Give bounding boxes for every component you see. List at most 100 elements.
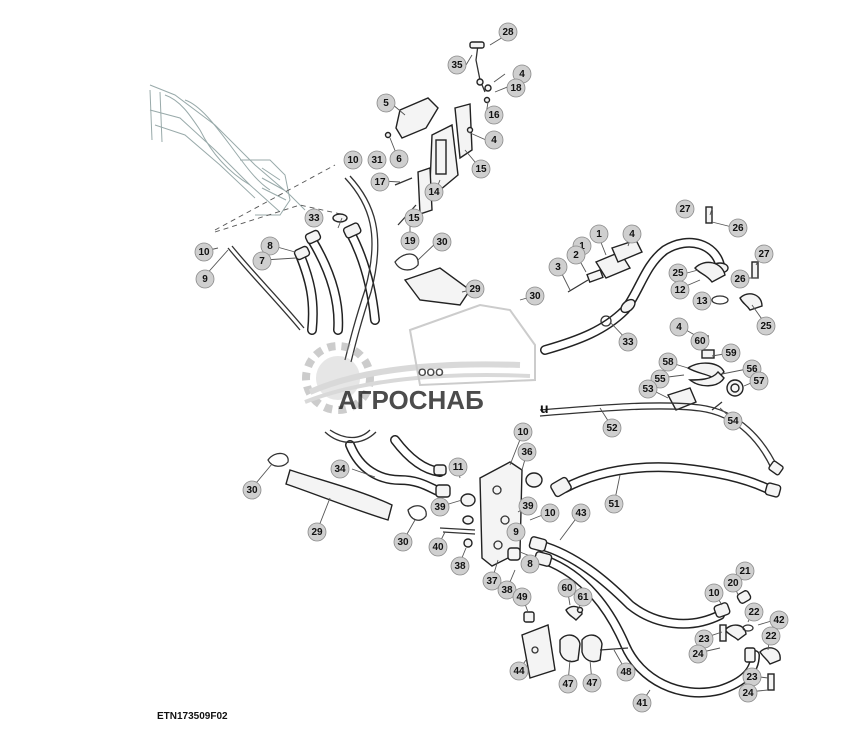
callout-number: 22 <box>748 607 760 618</box>
callout-bubble <box>404 208 424 228</box>
callout-bubble <box>432 232 452 252</box>
callout-c60b: 60 <box>557 578 577 598</box>
left-hose-bundle <box>227 175 471 363</box>
callout-bubble <box>307 522 327 542</box>
callout-c49: 49 <box>512 587 532 607</box>
tube-31 <box>344 177 373 361</box>
callout-c57: 57 <box>749 371 769 391</box>
callout-c11: 11 <box>448 457 468 477</box>
callout-c48: 48 <box>616 662 636 682</box>
callout-bubble <box>540 503 560 523</box>
clip-block-2 <box>611 239 643 263</box>
callout-c20: 20 <box>723 573 743 593</box>
callout-bubble <box>721 343 741 363</box>
callout-number: 14 <box>428 187 440 198</box>
callout-bubble <box>517 442 537 462</box>
callout-number: 5 <box>383 98 389 109</box>
callout-bubble <box>304 208 324 228</box>
callout-c10b: 10 <box>194 242 214 262</box>
callout-c25b: 25 <box>756 316 776 336</box>
callout-bubble <box>571 503 591 523</box>
callout-number: 23 <box>746 672 758 683</box>
callout-bubble <box>518 496 538 516</box>
callout-number: 13 <box>696 296 708 307</box>
callout-c33b: 33 <box>618 332 638 352</box>
callout-bubble <box>512 587 532 607</box>
bolt-17 <box>394 177 413 186</box>
callout-c1a: 1 <box>589 224 609 244</box>
callout-c21: 21 <box>735 561 755 581</box>
callout-bubble <box>558 674 578 694</box>
figure-id: ETN173509F02 <box>157 711 228 722</box>
callout-c18: 18 <box>506 78 526 98</box>
callout-bubble <box>622 224 642 244</box>
callout-number: 55 <box>654 374 666 385</box>
callout-number: 29 <box>311 527 323 538</box>
callout-bubble <box>744 602 764 622</box>
callout-number: 27 <box>679 204 691 215</box>
callout-c12: 12 <box>670 280 690 300</box>
callout-number: 10 <box>544 508 556 519</box>
callout-bubble <box>723 573 743 593</box>
callout-bubble <box>548 257 568 277</box>
callout-number: 17 <box>374 177 386 188</box>
callout-number: 22 <box>765 631 777 642</box>
callout-c7: 7 <box>252 251 272 271</box>
callout-number: 33 <box>308 213 320 224</box>
callout-number: 33 <box>622 337 634 348</box>
callout-c3: 3 <box>548 257 568 277</box>
callout-number: 30 <box>436 237 448 248</box>
callout-number: 10 <box>198 247 210 258</box>
callout-bubble <box>498 22 518 42</box>
callout-number: 8 <box>527 559 533 570</box>
callout-c23b: 23 <box>742 667 762 687</box>
callout-bubble <box>513 422 533 442</box>
callout-bubble <box>484 130 504 150</box>
callout-bubble <box>632 693 652 713</box>
callout-number: 3 <box>555 262 561 273</box>
guard-29-lower <box>285 469 393 521</box>
callout-c10e: 10 <box>704 583 724 603</box>
clip-plate-upper <box>454 103 473 160</box>
callout-c26b: 26 <box>730 269 750 289</box>
callout-bubble <box>195 269 215 289</box>
callout-number: 7 <box>259 256 265 267</box>
callout-number: 54 <box>727 416 739 427</box>
callout-c22a: 22 <box>744 602 764 622</box>
callout-c30d: 30 <box>393 532 413 552</box>
watermark-name: АГРОСНАБ <box>338 385 484 415</box>
callout-bubble <box>252 251 272 271</box>
callout-bubble <box>749 371 769 391</box>
cover-plate <box>395 97 439 139</box>
callout-c15a: 15 <box>471 159 491 179</box>
callout-number: 1 <box>579 241 585 252</box>
callout-bubble <box>692 291 712 311</box>
callout-number: 15 <box>475 164 487 175</box>
callout-bubble <box>566 245 586 265</box>
upper-right-pipe <box>540 206 763 355</box>
watermark-prefix: ООО <box>418 367 444 379</box>
callout-bubble <box>582 673 602 693</box>
clamp-25-b <box>739 293 763 311</box>
callout-number: 57 <box>753 376 765 387</box>
callout-bubble <box>602 418 622 438</box>
callout-number: 39 <box>522 501 534 512</box>
callout-c44: 44 <box>509 661 529 681</box>
callout-bubble <box>370 172 390 192</box>
bracket-assembly <box>384 41 492 226</box>
callout-number: 2 <box>573 250 579 261</box>
callout-c27a: 27 <box>675 199 695 219</box>
callout-number: 31 <box>371 155 383 166</box>
callout-bubble <box>343 150 363 170</box>
bottom-clamp-bracket <box>521 605 629 679</box>
callout-bubble <box>520 554 540 574</box>
callout-c43: 43 <box>571 503 591 523</box>
callout-c37: 37 <box>482 571 502 591</box>
callout-number: 60 <box>561 583 573 594</box>
callout-c40: 40 <box>428 537 448 557</box>
callout-bubble <box>658 352 678 372</box>
callout-number: 26 <box>734 274 746 285</box>
left-lower-hoses <box>267 429 451 521</box>
callout-bubble <box>754 244 774 264</box>
